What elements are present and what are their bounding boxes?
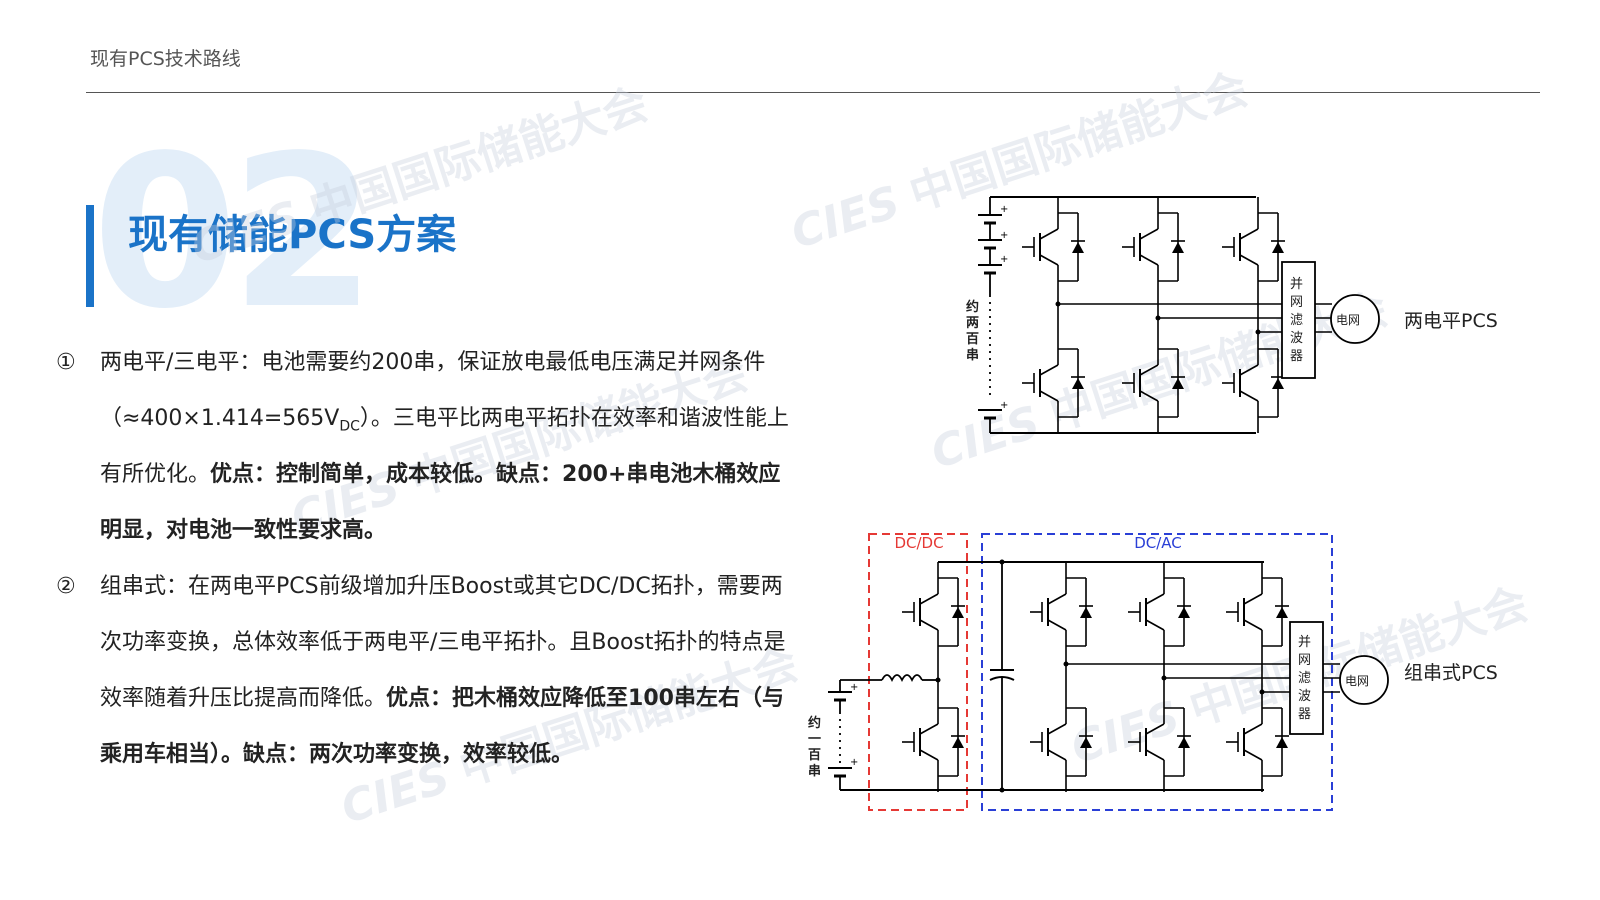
paragraph-pros-cons: 优点：把木桶效应降低至100串左右（与乘用车相当）。缺点：两次功率变换，效率较低… [100,686,784,767]
grid-icon [1339,655,1389,705]
paragraph-two-level: ① 两电平/三电平：电池需要约200串，保证放电最低电压满足并网条件（≈400×… [56,335,796,559]
grid-filter-box [1289,621,1324,735]
svg-text:+: + [1000,230,1008,241]
paragraph-text: ）。三电平比两电平拓扑在效率和谐波性能上有所优化。 [100,406,789,487]
dcac-stage-box [981,533,1333,811]
slide-title: 现有储能PCS方案 [128,212,457,258]
grid-label: 电网 [1345,674,1370,688]
battery-label: 约两百串 [966,300,980,363]
two-level-pcs-diagram: + + + + [976,196,1380,434]
inductor [881,674,923,683]
grid-filter-box [1281,261,1316,379]
diagram-caption: 两电平PCS [1404,310,1498,332]
svg-text:+: + [850,757,858,768]
paragraph-text: 两电平/三电平：电池需要约200串，保证放电最低电压满足并网条件（≈400×1.… [100,350,766,431]
paragraph-string-type: ② 组串式：在两电平PCS前级增加升压Boost或其它DC/DC拓扑，需要两次功… [56,559,796,783]
string-pcs-diagram: + + [826,533,1389,811]
grid-icon [1330,294,1380,344]
filter-label: 并网滤波器 [1298,635,1312,722]
svg-text:+: + [1000,254,1008,265]
paragraph-marker: ② [56,574,76,599]
section-number: 02 [92,110,376,355]
battery-label: 约一百串 [808,716,822,779]
svg-text:+: + [850,682,858,693]
dcac-label: DC/AC [1134,534,1182,552]
title-accent-bar [86,205,94,307]
paragraph-pros-cons: 优点：控制简单，成本较低。缺点：200+串电池木桶效应明显，对电池一致性要求高。 [100,462,781,543]
svg-text:+: + [1000,400,1008,411]
paragraph-marker: ① [56,350,76,375]
header-title: 现有PCS技术路线 [90,48,241,70]
dcdc-label: DC/DC [894,534,944,552]
grid-label: 电网 [1336,313,1361,327]
header-divider [86,92,1540,93]
svg-text:+: + [1000,204,1008,215]
body-text: ① 两电平/三电平：电池需要约200串，保证放电最低电压满足并网条件（≈400×… [56,335,796,783]
filter-label: 并网滤波器 [1290,277,1304,364]
subscript-dc: DC [339,418,360,435]
dcdc-stage-box [868,533,968,811]
paragraph-text: 组串式：在两电平PCS前级增加升压Boost或其它DC/DC拓扑，需要两次功率变… [100,574,786,711]
diagram-caption: 组串式PCS [1404,662,1498,684]
